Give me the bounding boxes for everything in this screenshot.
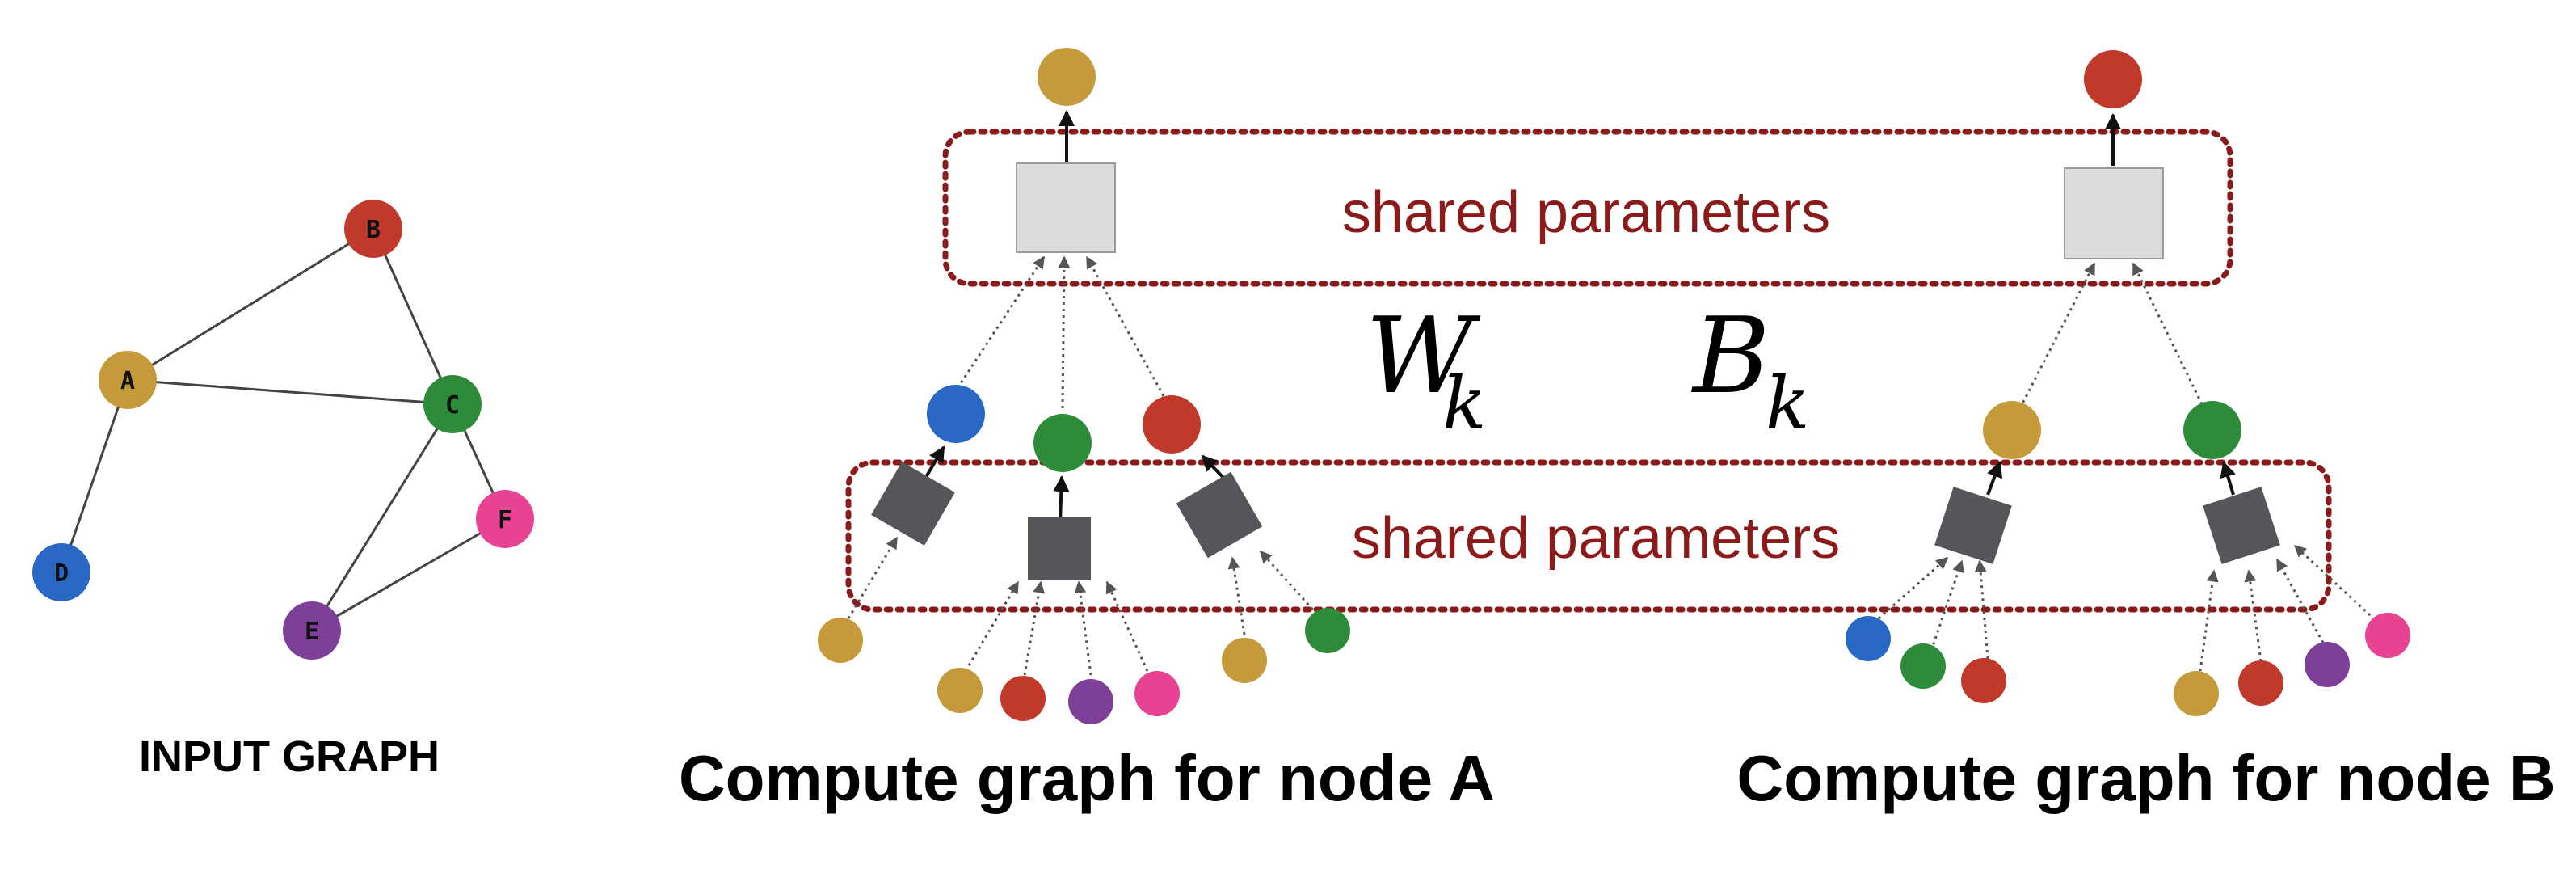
svg-text:W: W — [1366, 294, 1481, 417]
graph-node-c: C — [423, 375, 482, 433]
shared-parameters-top-label: shared parameters — [1342, 180, 1830, 245]
compute-b-arrow-agg1 — [1986, 461, 2003, 496]
compute-b-level1-node-a — [1983, 401, 2041, 459]
compute-a-edge-leaf1 — [847, 536, 899, 619]
svg-text:C: C — [445, 391, 460, 420]
svg-text:E: E — [305, 618, 319, 646]
edge-e-f — [311, 517, 506, 632]
compute-a-edge-leaf6 — [1227, 556, 1246, 635]
compute-b-edge-leaf1 — [1878, 556, 1949, 620]
compute-a-aggregator-3 — [1176, 471, 1263, 559]
edge-c-e — [310, 403, 454, 631]
compute-a-leaf-a3 — [1222, 638, 1267, 683]
compute-graph-a: Compute graph for node A — [679, 48, 1495, 814]
compute-a-edge-leaf5 — [1105, 580, 1149, 672]
compute-b-edge-a-top — [2018, 262, 2096, 409]
graph-node-d: D — [32, 543, 90, 601]
compute-b-aggregator-1 — [1934, 487, 2012, 564]
graph-node-a: A — [99, 351, 157, 409]
compute-a-edge-leaf7 — [1259, 550, 1319, 616]
compute-b-edge-leaf6 — [2275, 558, 2325, 643]
compute-b-edge-c-top — [2132, 262, 2203, 405]
compute-a-caption: Compute graph for node A — [679, 742, 1495, 814]
compute-a-leaf-e1 — [1068, 679, 1113, 724]
compute-a-root-node — [1038, 48, 1096, 106]
input-graph-caption: INPUT GRAPH — [139, 732, 440, 781]
compute-b-leaf-d1 — [1846, 616, 1891, 661]
compute-b-aggregator-2 — [2203, 487, 2280, 564]
compute-a-arrow-agg1 — [924, 445, 945, 479]
compute-a-leaf-a1 — [818, 618, 863, 663]
compute-a-edge-leaf3 — [1023, 580, 1046, 676]
compute-a-edge-d-top — [956, 255, 1046, 389]
compute-b-edge-leaf5 — [2244, 569, 2262, 662]
input-graph: A B C D E F INPUT GRAPH — [32, 200, 534, 781]
svg-text:k: k — [1442, 361, 1487, 446]
svg-text:F: F — [498, 506, 512, 534]
compute-b-leaf-b1 — [1961, 658, 2006, 703]
compute-b-leaf-f1 — [2365, 613, 2410, 658]
compute-a-aggregator-2 — [1028, 517, 1091, 580]
svg-text:D: D — [54, 559, 69, 588]
shared-parameters-bottom-label: shared parameters — [1352, 506, 1840, 571]
compute-a-arrow-agg2 — [1053, 475, 1070, 522]
compute-b-leaf-a1 — [2174, 671, 2219, 716]
compute-a-level1-node-c — [1033, 414, 1092, 472]
svg-text:k: k — [1766, 361, 1810, 446]
edge-b-c — [372, 228, 454, 405]
compute-a-edge-leaf4 — [1074, 580, 1092, 676]
edge-a-d — [60, 379, 129, 573]
svg-text:B: B — [1691, 294, 1770, 417]
compute-a-leaf-c1 — [1305, 608, 1350, 653]
graph-node-b: B — [344, 200, 402, 258]
graph-node-e: E — [283, 601, 341, 660]
compute-a-level1-node-b — [1143, 395, 1201, 454]
compute-a-edge-c-top — [1058, 255, 1071, 409]
svg-text:B: B — [366, 216, 381, 244]
graph-node-f: F — [476, 490, 534, 548]
compute-a-level1-node-d — [927, 385, 985, 443]
edge-a-b — [127, 227, 374, 382]
compute-a-aggregator-1 — [871, 462, 955, 546]
compute-b-leaf-e1 — [2305, 642, 2350, 687]
weight-matrix-w-k: W k — [1366, 294, 1487, 446]
compute-a-leaf-b1 — [1000, 676, 1046, 721]
compute-a-edge-b-top — [1085, 255, 1165, 397]
compute-a-leaf-a2 — [937, 668, 983, 713]
bias-matrix-b-k: B k — [1691, 294, 1810, 446]
compute-a-leaf-f1 — [1134, 671, 1180, 716]
compute-b-leaf-c1 — [1900, 643, 1946, 689]
compute-a-top-aggregator — [1016, 162, 1116, 253]
edge-a-c — [127, 378, 453, 406]
compute-b-arrow-agg2 — [2220, 461, 2236, 496]
shared-parameters-bottom-box — [845, 459, 2332, 613]
shared-parameters-top-box — [942, 129, 2233, 287]
compute-graph-b: Compute graph for node B — [1736, 50, 2556, 814]
svg-text:A: A — [120, 367, 135, 395]
compute-a-edge-leaf2 — [964, 580, 1020, 672]
compute-b-top-aggregator — [2064, 167, 2164, 259]
compute-b-edge-leaf2 — [1930, 559, 1964, 652]
compute-b-caption: Compute graph for node B — [1736, 742, 2555, 814]
compute-b-root-node — [2084, 50, 2142, 108]
compute-b-level1-node-c — [2183, 401, 2241, 459]
compute-b-edge-leaf4 — [2199, 569, 2219, 672]
compute-b-leaf-b2 — [2238, 660, 2283, 706]
